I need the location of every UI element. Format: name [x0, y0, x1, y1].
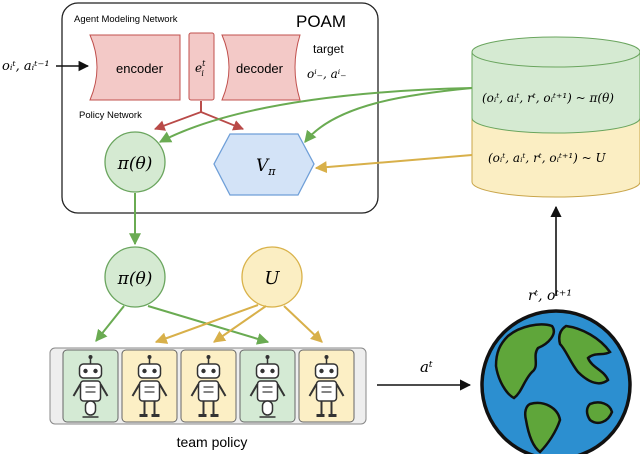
embedding-block [188, 32, 215, 101]
embedding-to-value-arrow [200, 101, 245, 131]
encoder-label: encoder [116, 61, 164, 76]
team-policy-label: team policy [177, 434, 248, 450]
uniform-to-agent3-arrow [213, 305, 267, 343]
buffer-top-entry: (oᵢᵗ, aᵢᵗ, rᵗ, oᵢᵗ⁺¹) ~ π(θ) [482, 91, 614, 105]
buffer-bottom-section [471, 117, 640, 198]
uniform-node [241, 246, 303, 308]
robot-controlled [239, 349, 296, 423]
buffer-top-section [471, 51, 640, 134]
robot-uncontrolled [298, 349, 355, 423]
uniform-to-agent2-arrow [154, 304, 259, 344]
lower-policy-node [104, 246, 166, 308]
poam-title: POAM [296, 12, 346, 31]
encoder-block [89, 34, 181, 101]
policy-to-agent1-arrow [95, 305, 125, 342]
buffer-uniform-to-value-arrow [314, 154, 473, 174]
uniform-to-agent5-arrow [283, 305, 323, 343]
uniform-node-label: U [264, 268, 280, 289]
input-observation-action: oᵢᵗ, aᵢᵗ⁻¹ [2, 59, 50, 74]
robot-uncontrolled [121, 349, 178, 423]
action-label: aᵗ [420, 358, 433, 376]
decoder-label: decoder [236, 61, 284, 76]
target-expression: oⁱ₋, aⁱ₋ [307, 67, 347, 81]
agent-modeling-network-label: Agent Modeling Network [74, 14, 178, 25]
lower-policy-node-label: π(θ) [117, 269, 153, 289]
buffer-bottom-entry: (oᵢᵗ, aᵢᵗ, rᵗ, oᵢᵗ⁺¹) ~ U [488, 151, 606, 165]
decoder-block [221, 34, 301, 101]
policy-node-label: π(θ) [117, 154, 153, 174]
policy-node [104, 131, 166, 193]
robot-controlled [62, 349, 119, 423]
robot-uncontrolled [180, 349, 237, 423]
policy-network-label: Policy Network [79, 110, 142, 121]
buffer-to-policy-arrow [158, 87, 473, 143]
buffer-lid [471, 36, 640, 68]
earth-icon [480, 309, 632, 454]
value-node [213, 133, 315, 196]
value-node-label: Vπ [256, 156, 276, 178]
robots-group [62, 349, 355, 423]
buffer-to-value-arrow [304, 87, 473, 143]
target-label: target [313, 42, 344, 56]
env-output-label: rᵗ, oᵗ⁺¹ [528, 288, 572, 304]
